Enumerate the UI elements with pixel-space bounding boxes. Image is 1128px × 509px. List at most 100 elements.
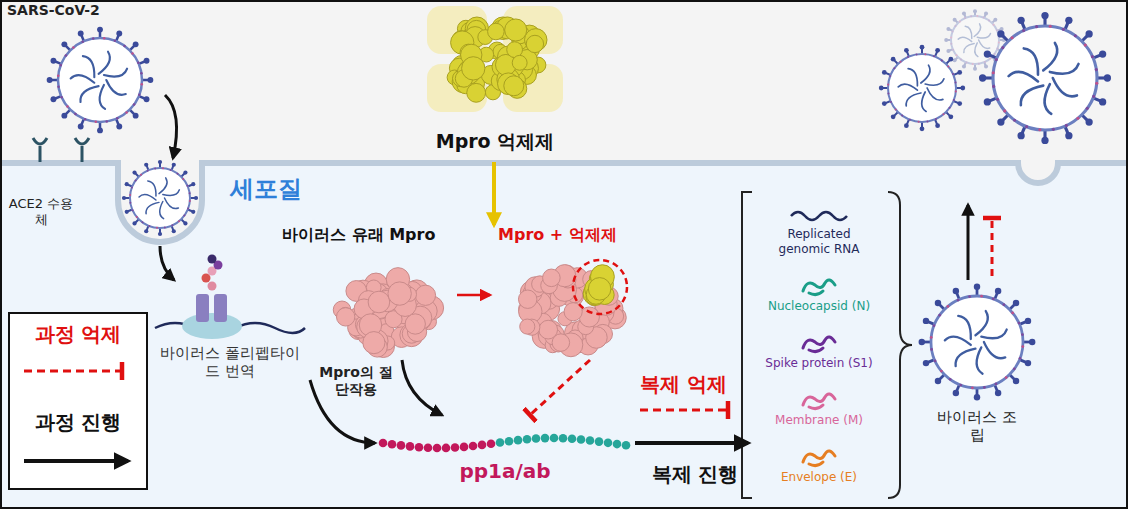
shape xyxy=(123,45,126,48)
list-item: Replicated genomic RNA xyxy=(748,205,890,256)
shape xyxy=(604,439,613,448)
shape xyxy=(957,299,960,302)
shape xyxy=(976,287,979,296)
shape xyxy=(922,341,931,344)
shape xyxy=(208,255,217,264)
shape xyxy=(984,98,991,105)
shape xyxy=(147,77,153,83)
shape xyxy=(142,79,150,82)
shape xyxy=(189,192,191,194)
shape xyxy=(532,325,556,349)
shape xyxy=(154,167,156,169)
legend-sample xyxy=(10,446,146,476)
shape xyxy=(909,119,911,121)
connector-line xyxy=(402,360,442,415)
shape xyxy=(1085,118,1092,125)
shape xyxy=(920,45,925,50)
component-list: Replicated genomic RNANucleocapsid (N)Sp… xyxy=(748,195,890,495)
shape xyxy=(993,26,1097,130)
shape xyxy=(467,83,486,102)
shape xyxy=(1013,119,1016,122)
shape xyxy=(920,126,925,131)
shape xyxy=(97,127,103,133)
shape xyxy=(492,57,512,77)
shape xyxy=(1065,17,1072,24)
shape xyxy=(400,323,423,346)
shape xyxy=(359,314,381,336)
shape xyxy=(516,57,538,79)
shape xyxy=(962,11,966,15)
shape xyxy=(924,53,926,55)
shape xyxy=(402,287,416,301)
shape xyxy=(125,210,129,214)
shape xyxy=(415,300,437,322)
shape xyxy=(933,55,935,57)
shape xyxy=(507,42,523,58)
shape xyxy=(1018,322,1021,325)
shape xyxy=(955,90,957,92)
shape xyxy=(148,181,156,196)
shape xyxy=(1025,360,1031,366)
polyprotein: pp1a/ab xyxy=(375,415,635,500)
shape xyxy=(997,118,1004,125)
shape xyxy=(357,316,379,338)
shape xyxy=(50,79,58,82)
shape xyxy=(525,277,545,297)
shape xyxy=(907,56,909,58)
shape xyxy=(465,27,486,48)
shape xyxy=(943,113,945,115)
shape xyxy=(509,71,526,88)
shape xyxy=(373,294,391,312)
shape xyxy=(183,215,185,217)
shape xyxy=(208,267,217,276)
shape xyxy=(57,75,60,78)
shape xyxy=(564,272,579,287)
shape xyxy=(1095,68,1098,71)
shape xyxy=(405,314,425,334)
inhibition-line xyxy=(991,218,994,276)
shape xyxy=(348,319,365,336)
shape xyxy=(125,182,129,186)
shape xyxy=(1041,137,1048,144)
legend-label: 과정 억제 xyxy=(10,322,146,346)
shape xyxy=(388,282,411,305)
shape xyxy=(1099,98,1106,105)
legend-box: 과정 억제과정 진행 xyxy=(8,312,148,490)
shape xyxy=(1095,82,1098,85)
shape xyxy=(1019,357,1022,360)
shape xyxy=(66,105,69,108)
shape xyxy=(973,67,977,71)
shape xyxy=(508,79,527,98)
shape xyxy=(899,61,901,63)
shape xyxy=(1023,341,1032,344)
shape xyxy=(948,57,953,62)
component-label: Membrane (M) xyxy=(775,413,863,427)
shape xyxy=(352,280,374,302)
node-label: Mpro + 억제제 xyxy=(498,225,658,244)
shape xyxy=(538,323,558,343)
component-icon xyxy=(789,334,849,356)
shape xyxy=(354,299,374,319)
shape xyxy=(390,278,407,295)
shape xyxy=(950,37,952,39)
shape xyxy=(576,273,598,295)
shape xyxy=(413,290,434,311)
shape xyxy=(411,291,427,307)
shape xyxy=(132,209,134,211)
shape xyxy=(949,107,951,109)
virion xyxy=(122,160,198,236)
shape xyxy=(996,98,999,101)
component-label: Envelope (E) xyxy=(781,470,857,484)
shape xyxy=(578,326,601,349)
shape xyxy=(465,17,488,40)
shape xyxy=(400,320,420,340)
shape xyxy=(156,227,158,229)
shape xyxy=(349,320,368,339)
shape xyxy=(953,288,959,294)
shape xyxy=(1085,30,1092,37)
shape xyxy=(523,284,542,303)
shape xyxy=(208,282,217,291)
